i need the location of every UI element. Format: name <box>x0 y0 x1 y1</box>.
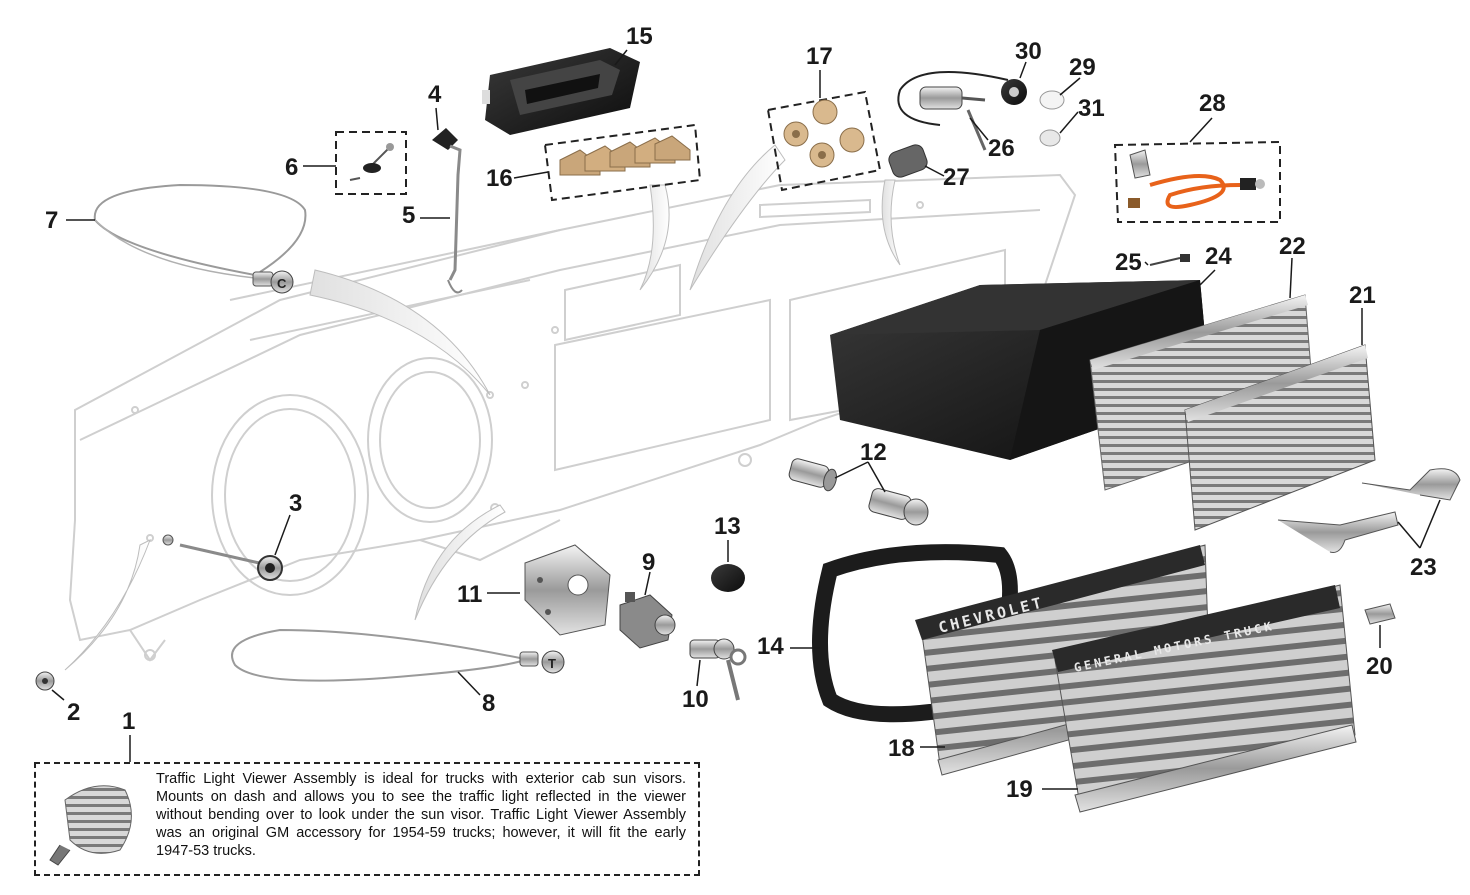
traffic-light-viewer-description: Traffic Light Viewer Assembly is ideal f… <box>156 771 686 859</box>
gmc-grille-part: GENERAL MOTORS TRUCK <box>1052 584 1357 813</box>
callout-swooshes <box>64 144 901 671</box>
callout-29: 29 <box>1069 54 1096 81</box>
wiper-knob-part <box>335 131 407 195</box>
choke-knob-letter: C <box>277 276 287 291</box>
cigar-lighter-part <box>788 458 929 526</box>
callout-28: 28 <box>1199 90 1226 117</box>
spot-lamp-part <box>888 144 928 178</box>
callout-25: 25 <box>1115 249 1142 276</box>
callout-6: 6 <box>285 154 298 181</box>
callout-4: 4 <box>428 81 442 108</box>
callout-7: 7 <box>45 207 58 234</box>
callout-20: 20 <box>1366 653 1393 680</box>
callout-2: 2 <box>67 699 80 726</box>
callout-11: 11 <box>457 581 482 608</box>
callout-14: 14 <box>757 633 784 660</box>
callout-5: 5 <box>402 202 415 229</box>
nut-part <box>35 671 55 691</box>
callout-23: 23 <box>1410 554 1437 581</box>
traffic-light-viewer-image <box>49 785 132 866</box>
pull-rod-part <box>162 534 283 581</box>
vent-lever-part <box>432 128 463 294</box>
traffic-light-viewer-note: Traffic Light Viewer Assembly is ideal f… <box>34 762 700 876</box>
callout-3: 3 <box>289 490 302 517</box>
choke-cable-part: C <box>93 183 307 294</box>
wiring-harness-part <box>1113 140 1281 223</box>
callout-8: 8 <box>482 690 495 717</box>
push-button-set-part <box>543 123 702 202</box>
callout-12: 12 <box>860 439 887 466</box>
clip-part <box>1364 603 1396 625</box>
callout-9: 9 <box>642 549 655 576</box>
hinge-set-part <box>1277 468 1461 553</box>
callout-15: 15 <box>626 23 653 50</box>
callout-17: 17 <box>806 43 833 70</box>
ignition-switch-part <box>619 592 676 649</box>
plug-part <box>711 564 745 592</box>
ignition-bracket-part <box>524 544 611 636</box>
callout-10: 10 <box>682 686 709 713</box>
throttle-knob-letter: T <box>548 656 556 671</box>
callout-13: 13 <box>714 513 741 540</box>
throttle-cable-part: T <box>231 628 565 682</box>
lock-cylinder-part <box>689 638 747 701</box>
callout-16: 16 <box>486 165 513 192</box>
callout-27: 27 <box>943 164 970 191</box>
callout-numbers: 1 2 3 4 5 6 7 8 9 10 11 12 13 14 15 16 1… <box>45 23 1437 803</box>
leader-lines <box>51 49 1441 790</box>
small-wire-part <box>1149 254 1190 266</box>
callout-30: 30 <box>1015 38 1042 65</box>
callout-24: 24 <box>1205 243 1232 270</box>
callout-31: 31 <box>1078 95 1105 122</box>
knob-set-part <box>766 90 882 192</box>
callout-21: 21 <box>1349 282 1376 309</box>
callout-1: 1 <box>122 708 135 735</box>
callout-22: 22 <box>1279 233 1306 260</box>
callout-26: 26 <box>988 135 1015 162</box>
glove-door-chrome-part <box>1184 344 1376 531</box>
callout-19: 19 <box>1006 776 1033 803</box>
lamp-assembly-part <box>897 71 1065 151</box>
radio-bezel-part <box>482 48 640 135</box>
callout-18: 18 <box>888 735 915 762</box>
